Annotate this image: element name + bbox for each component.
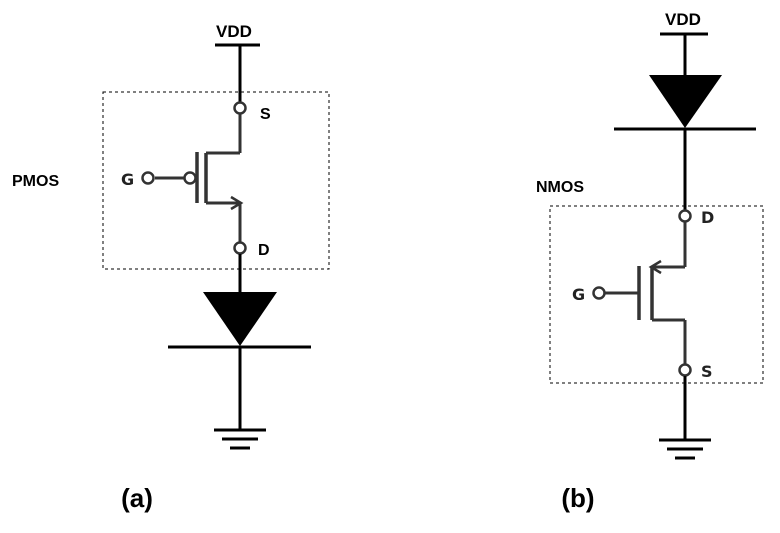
source-terminal-b	[678, 363, 692, 377]
vdd-label-a: VDD	[216, 22, 252, 41]
device-box-b	[549, 205, 764, 384]
caption-b: (b)	[561, 483, 594, 513]
ground-icon-a	[214, 428, 266, 450]
nmos-transistor	[592, 221, 687, 365]
gate-terminal-b	[592, 286, 606, 300]
pmos-transistor	[141, 113, 244, 243]
ground-icon-b	[659, 438, 711, 460]
nmos-label: NMOS	[536, 179, 584, 196]
caption-a: (a)	[121, 483, 153, 513]
source-terminal-a	[233, 101, 247, 115]
diode-icon-a	[203, 292, 277, 346]
source-label-a: S	[260, 106, 271, 123]
pmos-label: PMOS	[12, 173, 59, 190]
drain-label-b: D	[701, 208, 714, 227]
vdd-label-b: VDD	[665, 10, 701, 29]
drain-label-a: D	[258, 242, 270, 259]
source-label-b: S	[701, 362, 713, 381]
gate-label-a: G	[121, 170, 134, 189]
drain-terminal-a	[233, 241, 247, 255]
gate-label-b: G	[572, 285, 585, 304]
drain-terminal-b	[678, 209, 692, 223]
gate-terminal-a	[141, 171, 155, 185]
circuit-b: VDD NMOS D G S	[536, 10, 764, 513]
device-box-a	[102, 91, 330, 270]
circuit-a: VDD PMOS S G D	[12, 22, 330, 513]
diode-icon-b	[649, 75, 722, 128]
gate-bubble-icon	[183, 171, 197, 185]
